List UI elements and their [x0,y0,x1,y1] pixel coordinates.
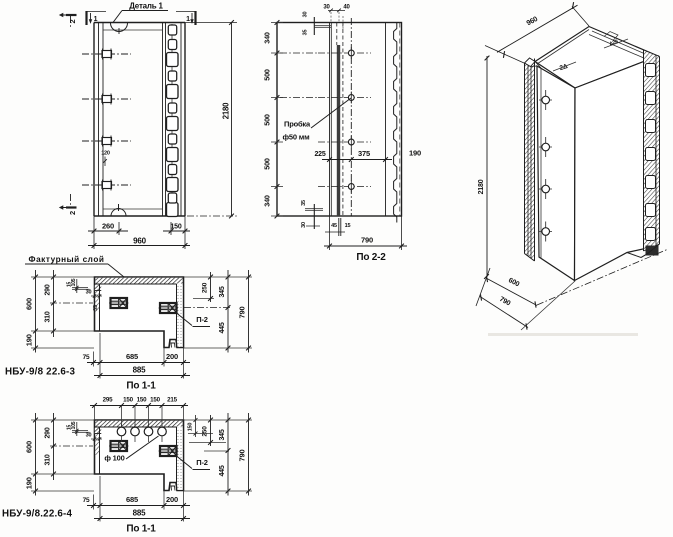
svg-text:790: 790 [238,450,247,462]
svg-text:15: 15 [67,282,73,288]
svg-text:150: 150 [188,423,194,432]
svg-text:200: 200 [166,495,178,504]
svg-text:30: 30 [86,290,92,296]
svg-text:30: 30 [301,222,307,228]
svg-text:340: 340 [263,32,272,44]
svg-text:290: 290 [45,284,52,295]
svg-text:310: 310 [45,454,52,465]
svg-text:260: 260 [102,222,114,231]
svg-text:105: 105 [71,421,77,429]
svg-text:120: 120 [101,151,110,157]
svg-text:Пробка: Пробка [284,120,311,129]
svg-text:375: 375 [358,149,370,158]
svg-text:345: 345 [219,286,226,297]
svg-text:790: 790 [498,296,511,308]
svg-text:По 2-2: По 2-2 [356,252,386,263]
svg-text:35: 35 [93,305,99,311]
svg-text:НБУ-9/8 22.6-3: НБУ-9/8 22.6-3 [5,367,76,378]
svg-text:190: 190 [409,149,421,158]
svg-text:225: 225 [314,151,325,158]
svg-text:790: 790 [238,307,247,319]
svg-text:По 1-1: По 1-1 [126,524,156,535]
svg-text:30: 30 [86,433,92,439]
svg-text:35: 35 [303,30,309,36]
svg-text:35: 35 [301,200,307,206]
svg-text:По 1-1: По 1-1 [126,381,156,392]
svg-text:885: 885 [133,509,146,518]
svg-text:40: 40 [343,5,350,11]
svg-text:НБУ-9/8.22.6-4: НБУ-9/8.22.6-4 [2,509,73,520]
svg-text:150: 150 [150,397,160,404]
svg-text:500: 500 [263,69,272,81]
svg-text:340: 340 [263,195,272,207]
svg-text:1: 1 [94,16,98,23]
svg-text:15: 15 [345,223,351,229]
svg-text:2: 2 [68,211,77,215]
svg-text:150: 150 [123,397,133,404]
svg-text:2180: 2180 [222,102,231,119]
svg-text:290: 290 [45,427,52,438]
svg-text:15: 15 [67,425,73,431]
svg-text:600: 600 [25,298,34,310]
svg-text:75: 75 [83,354,90,361]
svg-text:1: 1 [186,16,190,23]
svg-text:600: 600 [25,441,34,453]
svg-text:445: 445 [219,465,226,476]
svg-text:190: 190 [25,334,34,346]
svg-text:2180: 2180 [478,179,485,194]
svg-text:250: 250 [202,426,209,437]
svg-text:885: 885 [133,366,146,375]
svg-text:30: 30 [323,5,330,11]
svg-text:215: 215 [167,397,177,404]
svg-text:150: 150 [137,397,147,404]
svg-text:75: 75 [83,497,90,504]
svg-text:685: 685 [126,495,138,504]
svg-text:150: 150 [170,224,181,231]
svg-text:Фактурный слой: Фактурный слой [29,255,105,264]
svg-text:2Δ: 2Δ [559,63,569,72]
svg-text:П-2: П-2 [196,458,207,467]
svg-text:Δ20: Δ20 [609,39,619,48]
svg-text:45: 45 [331,223,337,229]
svg-text:500: 500 [263,158,272,170]
svg-text:2: 2 [68,19,77,23]
svg-text:445: 445 [219,322,226,333]
svg-text:685: 685 [126,352,138,361]
svg-text:310: 310 [45,311,52,322]
svg-text:30: 30 [303,12,309,18]
svg-text:345: 345 [219,429,226,440]
svg-text:500: 500 [263,114,272,126]
svg-text:П-2: П-2 [196,315,207,324]
svg-text:190: 190 [25,477,34,489]
svg-text:960: 960 [133,237,146,246]
svg-text:ф50 мм: ф50 мм [283,133,311,142]
svg-text:250: 250 [202,282,209,293]
svg-text:200: 200 [166,352,178,361]
svg-text:ф 100: ф 100 [104,454,124,463]
svg-text:790: 790 [361,236,373,245]
svg-text:600: 600 [507,277,520,288]
svg-text:105: 105 [71,278,77,286]
svg-text:295: 295 [103,397,113,404]
svg-text:Деталь 1: Деталь 1 [129,2,163,11]
